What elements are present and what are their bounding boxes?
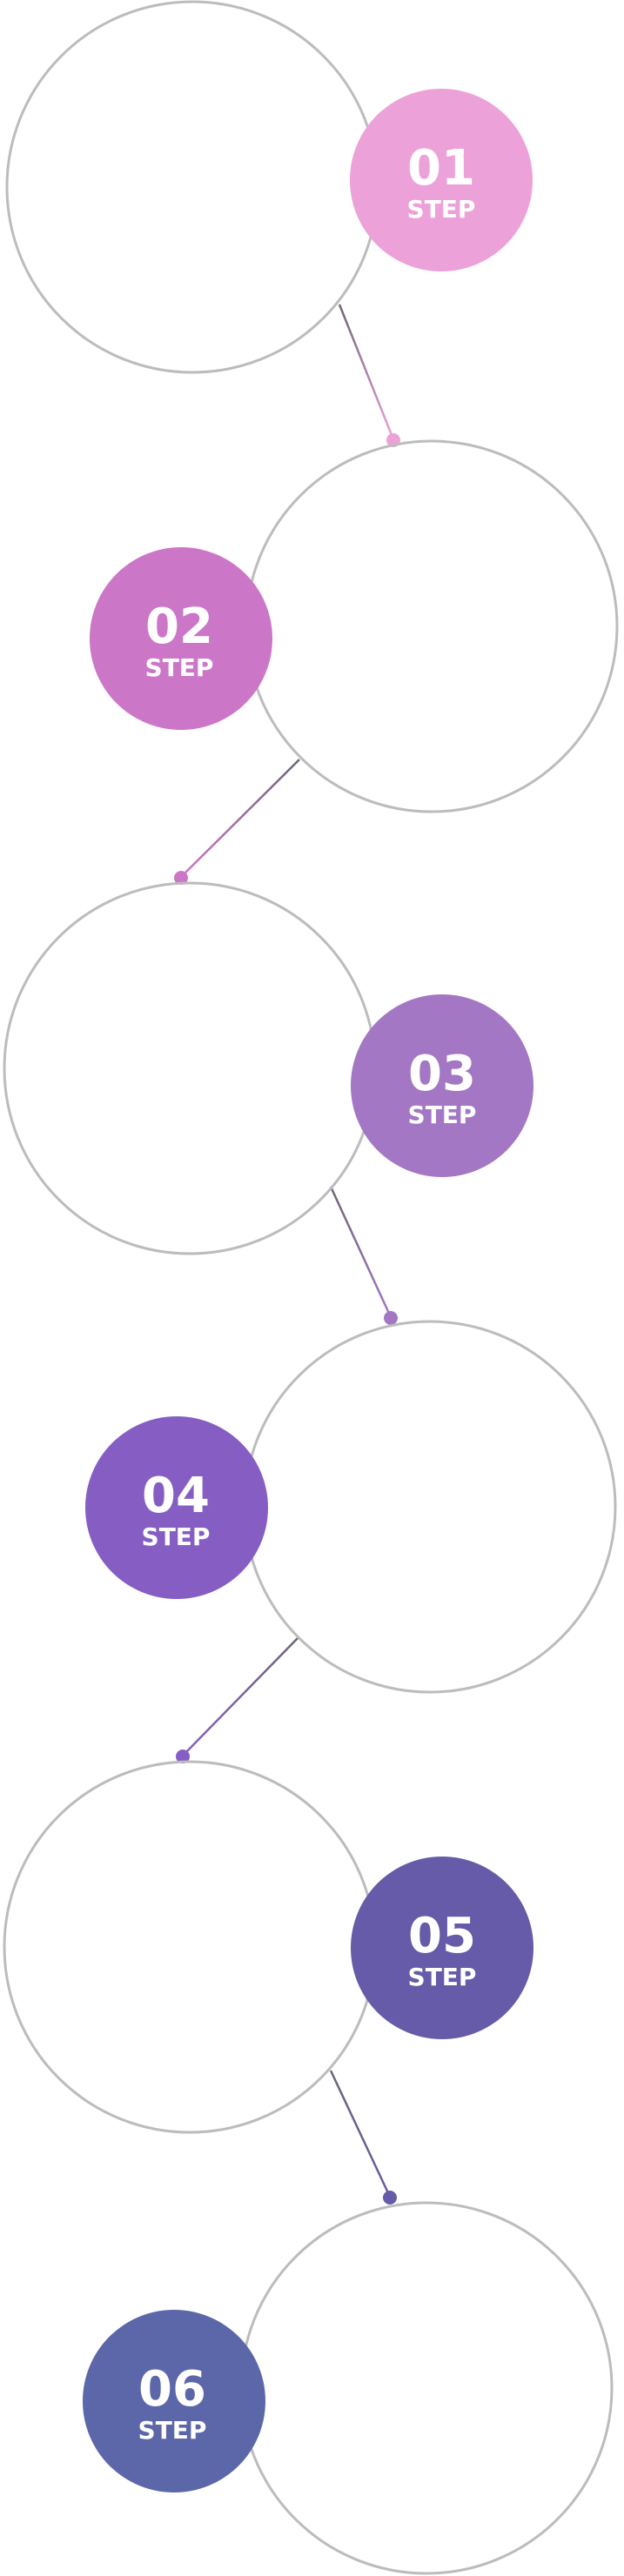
connector-5-6 [329, 2070, 397, 2205]
step-1-label: STEP [407, 195, 476, 224]
step-badge-4: 04 STEP [85, 1416, 268, 1599]
step-badge-6: 06 STEP [83, 2310, 265, 2492]
connector-4-5 [176, 1637, 299, 1763]
step-4-number: 04 [142, 1468, 210, 1524]
step-3-label: STEP [408, 1101, 477, 1129]
step-badge-5: 05 STEP [351, 1857, 533, 2039]
step-2-label: STEP [145, 653, 214, 682]
step-badge-4-circle [85, 1416, 268, 1599]
connector-1-2 [338, 304, 400, 447]
connector-dot-6 [383, 2191, 397, 2205]
step-2-number: 02 [145, 599, 213, 655]
step-6-number: 06 [138, 2361, 206, 2418]
connector-3-4 [329, 1186, 398, 1325]
outline-circle-6 [239, 2201, 614, 2575]
step-badge-2: 02 STEP [90, 547, 272, 730]
outline-circle-1 [5, 0, 379, 374]
step-badge-2-circle [90, 547, 272, 730]
connector-dot-4 [384, 1311, 398, 1325]
step-4-label: STEP [142, 1522, 211, 1551]
step-6-label: STEP [138, 2416, 207, 2445]
step-1-number: 01 [407, 140, 475, 197]
outline-circle-4 [243, 1320, 617, 1694]
step-badge-3: 03 STEP [351, 994, 533, 1177]
step-badge-1: 01 STEP [350, 89, 533, 271]
step-badge-3-circle [351, 994, 533, 1177]
connector-dot-5 [176, 1750, 190, 1763]
step-badge-1-circle [350, 89, 533, 271]
step-3-number: 03 [408, 1046, 476, 1102]
connector-dot-3 [174, 871, 188, 885]
outline-circle-5 [3, 1760, 377, 2134]
step-5-label: STEP [408, 1963, 477, 1991]
connector-2-3 [174, 759, 300, 885]
step-5-number: 05 [408, 1908, 476, 1964]
outline-circle-3 [3, 881, 377, 1255]
outline-circle-2 [245, 439, 619, 813]
step-badge-5-circle [351, 1857, 533, 2039]
step-badge-6-circle [83, 2310, 265, 2492]
